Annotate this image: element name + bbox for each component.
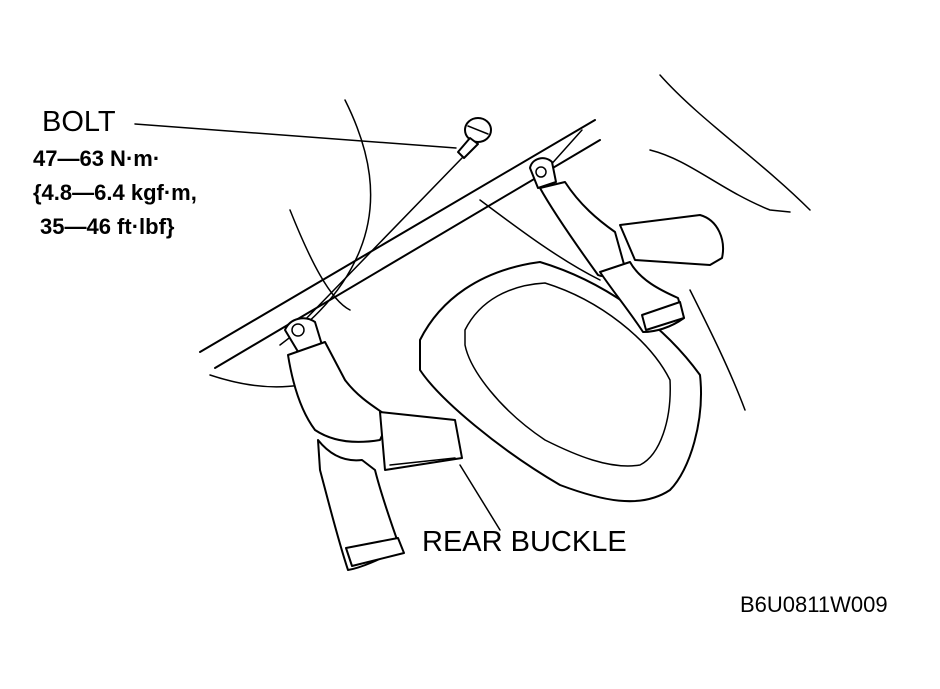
torque-ftlbf-label: 35—46 ft·lbf} bbox=[40, 214, 175, 239]
torque-kgfm-label: {4.8—6.4 kgf·m, bbox=[33, 180, 197, 205]
torque-nm-label: 47—63 N·m· bbox=[33, 146, 161, 171]
floor-edge bbox=[479, 199, 601, 281]
right-rear-buckle bbox=[529, 157, 724, 333]
rear-buckle-leader-line bbox=[459, 464, 501, 531]
body-panel-lower bbox=[209, 374, 301, 388]
rear-buckle-label: REAR BUCKLE bbox=[422, 526, 627, 558]
left-rear-buckle bbox=[284, 317, 463, 571]
bolt-leader-line bbox=[134, 123, 457, 149]
floor-tray-outer bbox=[419, 261, 702, 503]
bolt-install-line bbox=[299, 157, 463, 326]
body-panel-right-lower bbox=[689, 289, 746, 411]
floor-tray-inner bbox=[464, 282, 671, 467]
bolt-label: BOLT bbox=[42, 106, 116, 138]
body-panel-left bbox=[279, 99, 372, 346]
body-panel-right-inner bbox=[649, 149, 791, 213]
bolt-icon bbox=[457, 117, 492, 159]
seat-back-outline bbox=[199, 119, 596, 353]
body-panel-right-upper bbox=[659, 74, 811, 211]
figure-id-label: B6U0811W009 bbox=[740, 592, 888, 617]
right-bolt-install-line bbox=[547, 129, 583, 169]
body-panel-curve bbox=[289, 209, 351, 311]
